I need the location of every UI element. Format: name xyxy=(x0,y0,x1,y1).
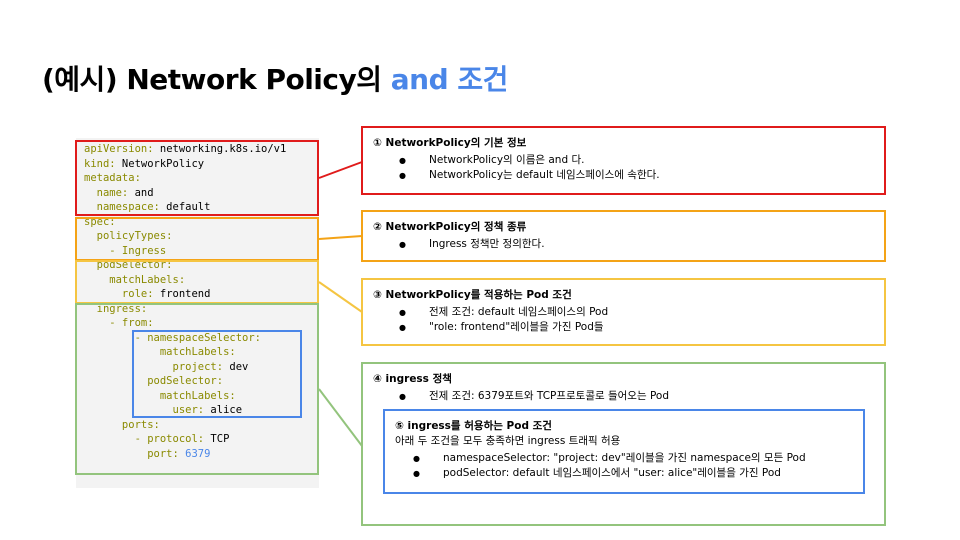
code-value: 6379 xyxy=(178,447,211,460)
box-heading: ③ NetworkPolicy를 적용하는 Pod 조건 xyxy=(373,289,572,301)
code-key: port: xyxy=(84,447,179,460)
code-key: kind: xyxy=(84,157,116,170)
code-key: apiVersion: xyxy=(84,143,154,155)
code-line: - Ingress xyxy=(84,244,286,259)
code-value: networking.k8s.io/v1 xyxy=(153,143,287,155)
code-line: - namespaceSelector: xyxy=(84,331,286,346)
code-key: name: xyxy=(84,186,129,199)
code-key: matchLabels: xyxy=(84,273,186,286)
list-item: NetworkPolicy는 default 네임스페이스에 속한다. xyxy=(399,168,874,183)
code-key: matchLabels: xyxy=(84,389,236,402)
info-box-pod-condition: ③ NetworkPolicy를 적용하는 Pod 조건 전제 조건: defa… xyxy=(361,278,886,346)
code-value: alice xyxy=(204,404,243,416)
code-line: user: alice xyxy=(84,403,286,418)
box-heading: ① NetworkPolicy의 기본 정보 xyxy=(373,137,527,149)
info-box-basic: ① NetworkPolicy의 기본 정보 NetworkPolicy의 이름… xyxy=(361,126,886,195)
code-panel xyxy=(76,138,319,488)
code-value: NetworkPolicy xyxy=(115,157,205,170)
code-key: - namespaceSelector: xyxy=(84,331,262,344)
code-key: ports: xyxy=(84,418,160,431)
code-line: matchLabels: xyxy=(84,389,286,404)
box-heading: ② NetworkPolicy의 정책 종류 xyxy=(373,221,527,233)
code-key: ingress: xyxy=(84,302,148,315)
box-subtext: 아래 두 조건을 모두 충족하면 ingress 트래픽 허용 xyxy=(395,435,621,447)
code-line: kind: NetworkPolicy xyxy=(84,157,286,172)
code-line: - from: xyxy=(84,316,286,331)
code-line: role: frontend xyxy=(84,287,286,302)
list-item: NetworkPolicy의 이름은 and 다. xyxy=(399,153,874,168)
code-line: ports: xyxy=(84,418,286,433)
code-key: - Ingress xyxy=(84,244,167,257)
code-line: podSelector: xyxy=(84,258,286,273)
code-value: dev xyxy=(223,360,249,373)
code-line: ingress: xyxy=(84,302,286,317)
title-accent: and 조건 xyxy=(390,63,509,96)
code-value: TCP xyxy=(204,433,230,445)
code-value: frontend xyxy=(153,288,211,300)
code-key: matchLabels: xyxy=(84,346,236,358)
code-line: - protocol: TCP xyxy=(84,432,286,447)
info-box-allow-condition: ⑤ ingress를 허용하는 Pod 조건 아래 두 조건을 모두 충족하면 … xyxy=(383,409,865,494)
code-line: project: dev xyxy=(84,360,286,375)
code-key: - from: xyxy=(84,317,154,329)
highlight-ingress xyxy=(75,303,319,475)
code-key: podSelector: xyxy=(84,259,173,271)
list-item: Ingress 정책만 정의한다. xyxy=(399,237,874,252)
code-line: matchLabels: xyxy=(84,345,286,360)
code-value: and xyxy=(128,186,154,199)
list-item: podSelector: default 네임스페이스에서 "user: ali… xyxy=(413,466,853,481)
list-item: 전제 조건: 6379포트와 TCP프로토콜로 들어오는 Pod xyxy=(399,389,874,404)
code-line: namespace: default xyxy=(84,200,286,215)
list-item: "role: frontend"레이블을 가진 Pod들 xyxy=(399,320,874,335)
code-value: default xyxy=(159,201,211,213)
code-line: apiVersion: networking.k8s.io/v1 xyxy=(84,142,286,157)
code-line: metadata: xyxy=(84,171,286,186)
list-item: 전제 조건: default 네임스페이스의 Pod xyxy=(399,305,874,320)
code-key: policyTypes: xyxy=(84,230,173,242)
page-title: (예시) Network Policy의 and 조건 xyxy=(42,58,508,98)
info-box-policy-type: ② NetworkPolicy의 정책 종류 Ingress 정책만 정의한다. xyxy=(361,210,886,262)
title-prefix: (예시) Network Policy의 xyxy=(42,63,391,96)
code-key: podSelector: xyxy=(84,375,224,387)
code-key: project: xyxy=(84,360,224,373)
code-line: port: 6379 xyxy=(84,447,286,462)
code-line: name: and xyxy=(84,186,286,201)
highlight-metadata xyxy=(75,140,319,216)
highlight-from xyxy=(132,330,302,418)
code-key: - protocol: xyxy=(84,433,205,445)
code-key: role: xyxy=(84,288,154,300)
code-key: namespace: xyxy=(84,201,160,213)
code-line: podSelector: xyxy=(84,374,286,389)
list-item: namespaceSelector: "project: dev"레이블을 가진… xyxy=(413,451,853,466)
box-heading: ④ ingress 정책 xyxy=(373,373,452,385)
code-line: matchLabels: xyxy=(84,273,286,288)
code-line: policyTypes: xyxy=(84,229,286,244)
box-heading: ⑤ ingress를 허용하는 Pod 조건 xyxy=(395,420,552,432)
code-key: metadata: xyxy=(84,172,141,184)
code-key: user: xyxy=(84,404,205,416)
